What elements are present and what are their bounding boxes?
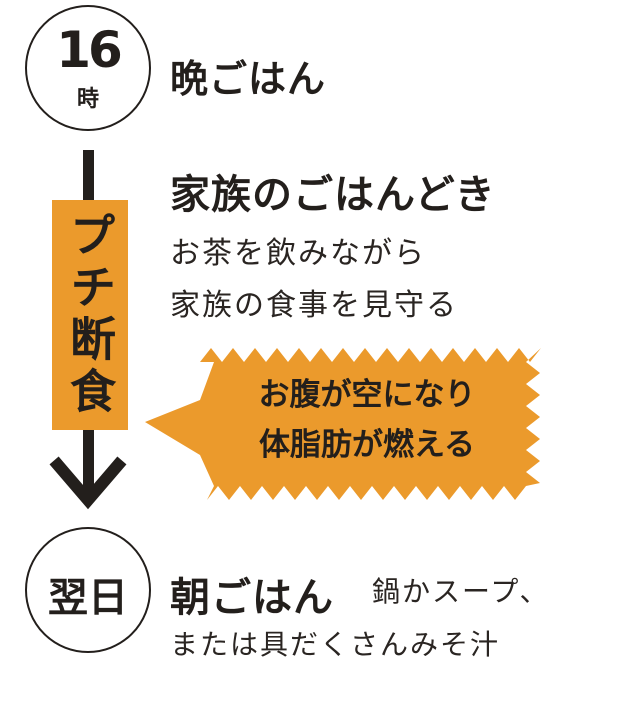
burst-line-1: お腹が空になり (258, 377, 476, 413)
next-day-circle: 翌日 (25, 527, 151, 653)
burst-text: お腹が空になり 体脂肪が燃える (222, 370, 512, 470)
breakfast-note-2: または具だくさんみそ汁 (170, 628, 501, 661)
timeline-line-top (83, 150, 94, 205)
petit-fasting-label: プチ断食 (63, 211, 117, 419)
family-line-2: 家族の食事を見守る (170, 288, 458, 323)
hour-number: 16 (56, 21, 123, 79)
petit-fasting-box: プチ断食 (52, 200, 128, 430)
breakfast-note-1: 鍋かスープ、 (372, 575, 550, 608)
dinner-title: 晩ごはん (170, 57, 327, 101)
burst-line-2: 体脂肪が燃える (258, 427, 476, 463)
time-circle-16: 16 時 (25, 5, 151, 131)
family-line-1: お茶を飲みながら (170, 236, 426, 271)
arrow-down-icon (49, 456, 127, 510)
breakfast-title: 朝ごはん (170, 575, 334, 621)
hour-unit: 時 (76, 87, 99, 112)
family-meal-title: 家族のごはんどき (170, 172, 496, 218)
next-day-label: 翌日 (48, 575, 128, 621)
starburst-callout (145, 348, 541, 500)
timeline-line-bottom (83, 425, 94, 495)
